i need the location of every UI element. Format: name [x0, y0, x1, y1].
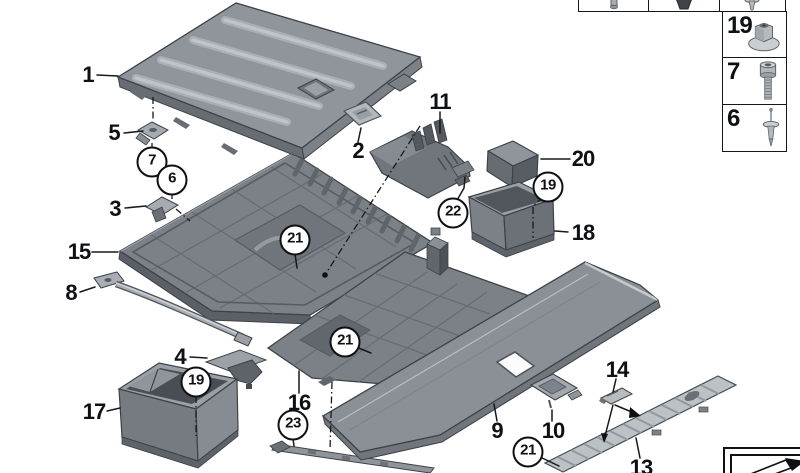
- callout-circled-7: 7: [136, 146, 168, 178]
- callout-11: 11: [429, 89, 451, 114]
- part-11-bracket-assembly: [369, 118, 475, 199]
- screw-tip-icon: [610, 0, 618, 10]
- callout-17: 17: [82, 399, 107, 424]
- legend-number-6: 6: [727, 104, 740, 132]
- part-23-fastening-rail: [269, 440, 435, 473]
- callout-circled-21: 21: [512, 436, 544, 468]
- leader-lines: [79, 74, 641, 467]
- callout-20: 20: [571, 146, 596, 171]
- part-5-bracket: [135, 121, 170, 146]
- callout-circled-19: 19: [532, 171, 564, 203]
- part-13-sill-trim-strip: [543, 375, 738, 473]
- callout-circled-6: 6: [156, 164, 188, 196]
- travel-direction-arrow-icon: [750, 458, 800, 473]
- part-18-storage-bin: [467, 181, 555, 258]
- part-20-foam-block: [486, 140, 539, 188]
- callout-10: 10: [541, 418, 566, 443]
- locating-dot: [322, 272, 328, 278]
- blind-rivet-icon: [762, 107, 780, 147]
- callout-4: 4: [174, 344, 186, 369]
- callout-5: 5: [108, 120, 120, 145]
- callout-1: 1: [82, 62, 94, 87]
- legend-box-6: 6: [722, 103, 787, 152]
- tray-upright-block: [426, 227, 449, 276]
- arrowheads: [322, 272, 641, 443]
- callout-circled-21: 21: [279, 224, 311, 256]
- part-8-rail: [93, 271, 253, 347]
- legend-box-19: 19: [722, 11, 787, 59]
- callout-14: 14: [605, 357, 630, 382]
- callout-16: 16: [287, 390, 312, 415]
- direction-of-travel-inner-frame: [730, 454, 800, 473]
- callout-circled-21: 21: [329, 326, 361, 358]
- fastener-legend-top-row: [578, 0, 786, 12]
- legend-number-7: 7: [727, 58, 740, 86]
- fastener-legend-column: 19 7: [722, 11, 787, 152]
- callout-15: 15: [67, 239, 92, 264]
- callout-circled-22: 22: [437, 197, 469, 229]
- legend-box-partial-1: [578, 0, 650, 12]
- dark-clip-icon: [676, 0, 693, 10]
- part-2-grommet: [342, 101, 383, 126]
- flange-nut-icon: [748, 23, 780, 52]
- panel-handle-cutout: [495, 351, 536, 378]
- legend-box-partial-2: [648, 0, 721, 12]
- expanding-rivet-icon: [744, 0, 760, 11]
- callout-circled-23: 23: [277, 409, 309, 441]
- callout-18: 18: [571, 220, 596, 245]
- socket-head-screw-icon: [759, 61, 777, 100]
- callout-13: 13: [629, 455, 654, 473]
- legend-number-19: 19: [727, 12, 753, 39]
- callout-8: 8: [65, 280, 77, 305]
- part-14-clip: [599, 387, 634, 405]
- callout-9: 9: [491, 418, 503, 443]
- callout-2: 2: [352, 138, 364, 163]
- callout-3: 3: [109, 196, 121, 221]
- part-9-load-floor-panel: [321, 261, 661, 461]
- part-10-handle-cover: [529, 373, 583, 409]
- direction-of-travel-box: [723, 447, 800, 473]
- part-4-bracket: [204, 349, 268, 389]
- callout-circled-19: 19: [180, 366, 212, 398]
- part-3-bracket: [144, 196, 180, 223]
